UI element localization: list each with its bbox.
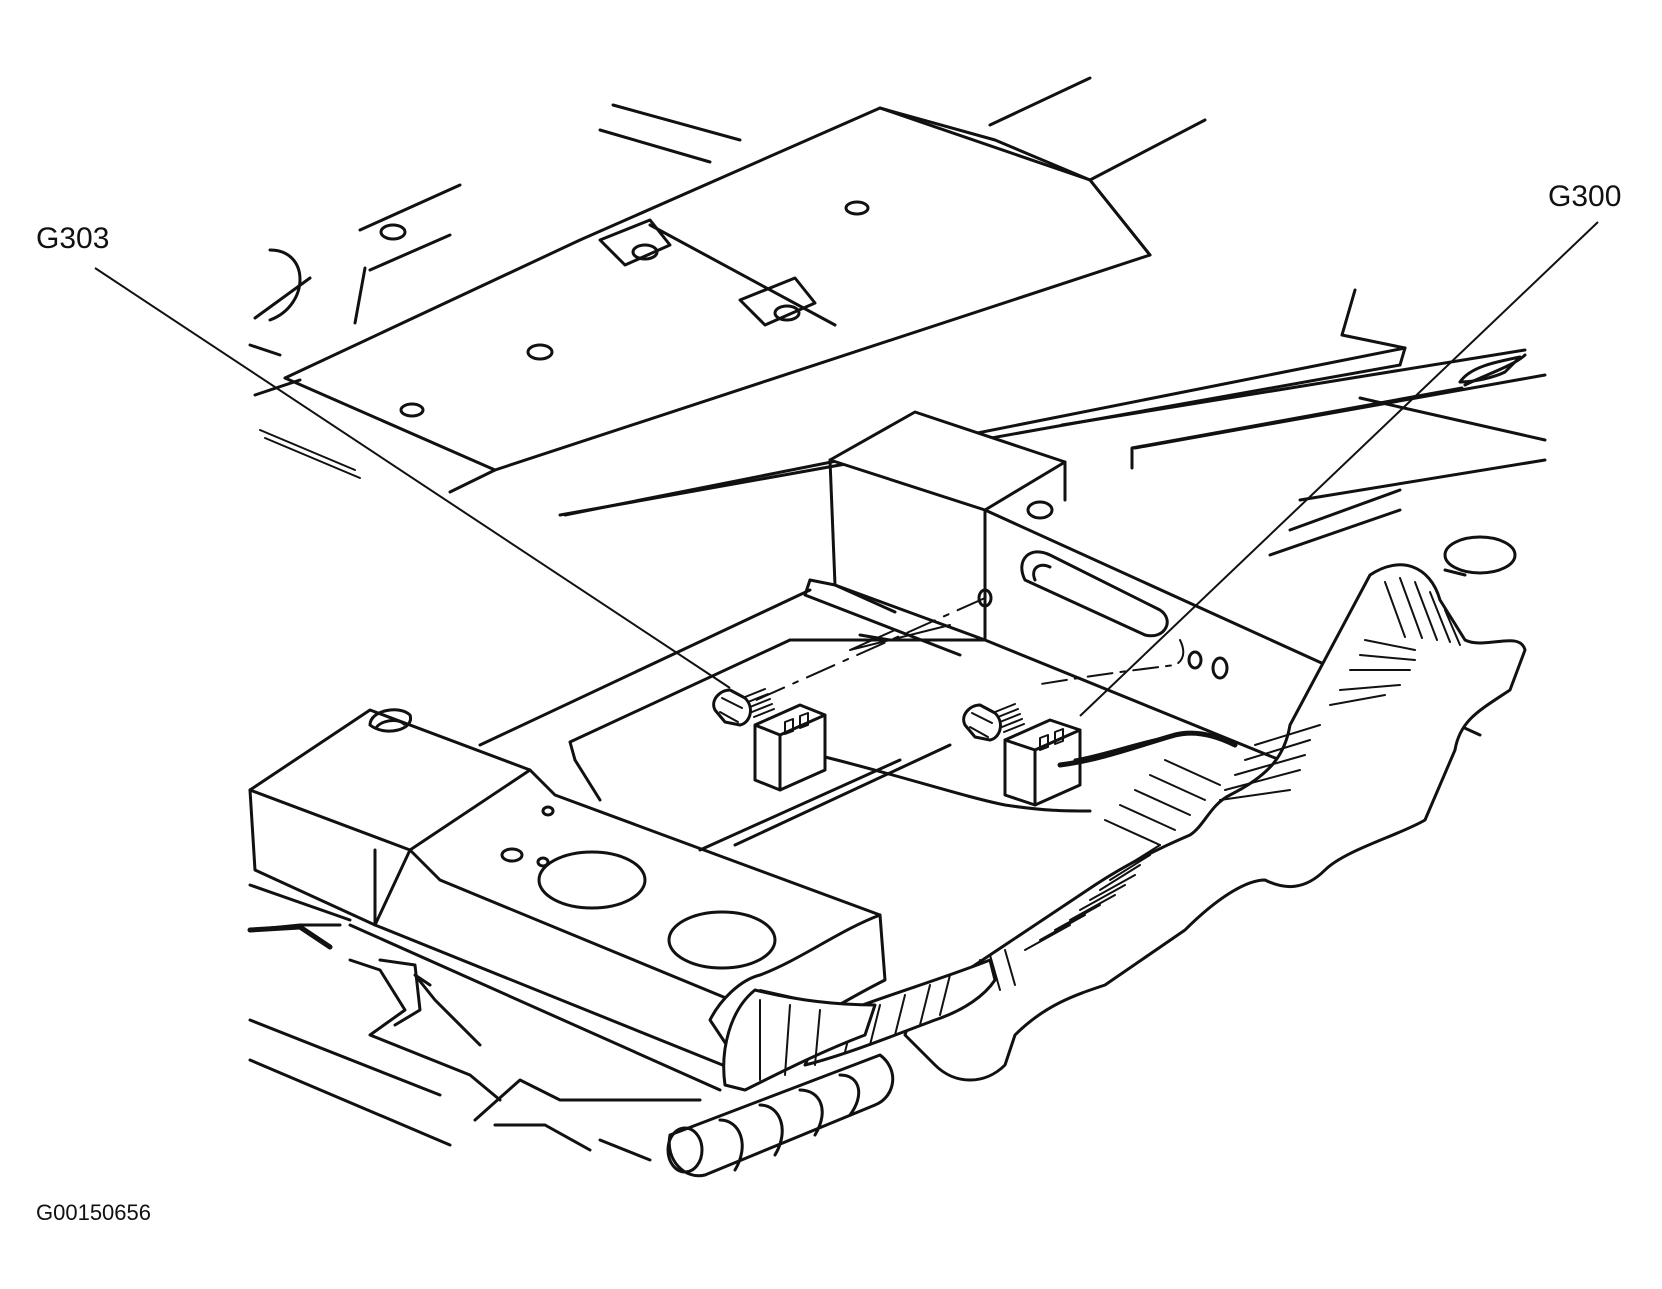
g303-label: G303: [36, 222, 110, 255]
upper-floor-panel: [248, 76, 1207, 494]
g303-ground-assembly: [712, 597, 1092, 813]
crossmember-box: [828, 410, 1517, 762]
g300-label: G300: [1548, 180, 1622, 213]
g303-leader: [94, 267, 731, 689]
lower-floor-plate: [478, 578, 987, 852]
g300-ground-assembly: [962, 639, 1238, 807]
wiring-harness: [666, 563, 1527, 1178]
leader-lines: [94, 221, 1599, 717]
front-box-crossmember: [247, 708, 882, 1162]
g300-leader: [1079, 221, 1599, 717]
figure-id: G00150656: [36, 1200, 151, 1225]
cross-rail: [558, 288, 1547, 517]
